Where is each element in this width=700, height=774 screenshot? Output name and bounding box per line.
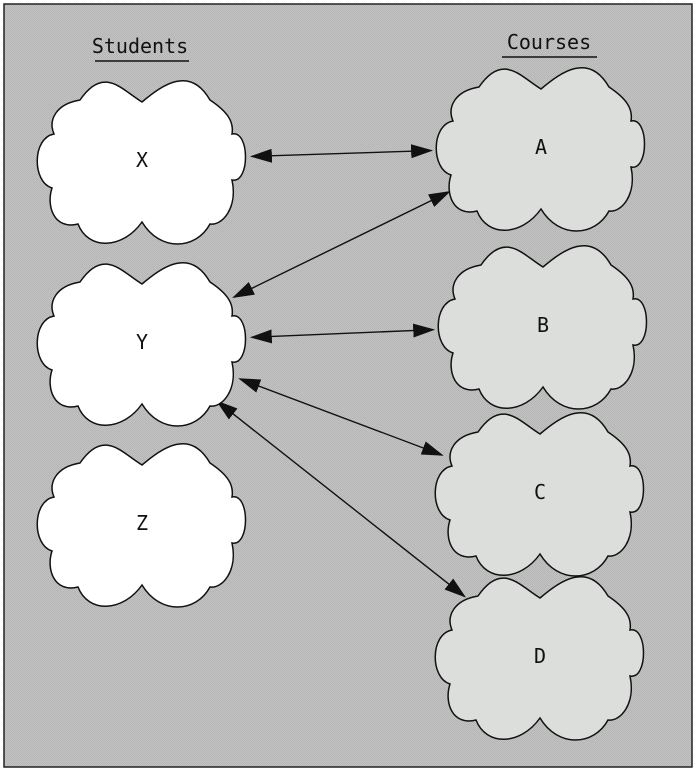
links-layer (215, 144, 467, 598)
link-y-b (249, 323, 436, 344)
course-cloud-shape (434, 412, 645, 577)
courses-heading: Courses (507, 30, 591, 54)
student-cloud-shape (36, 262, 247, 427)
course-cloud-shape (434, 576, 645, 741)
course-node-b: B (437, 245, 648, 410)
course-label-d: D (534, 644, 546, 668)
student-label-z: Z (136, 511, 148, 535)
course-cloud-shape (437, 245, 648, 410)
course-label-c: C (534, 480, 546, 504)
student-cloud-shape (36, 443, 247, 608)
student-node-z: Z (36, 443, 247, 608)
student-cloud-shape (36, 80, 247, 245)
link-x-a (249, 144, 434, 163)
student-node-x: X (36, 80, 247, 245)
student-label-y: Y (136, 330, 148, 354)
link-y-a (232, 191, 451, 298)
nodes-layer: X Y Z A B C D (36, 67, 648, 741)
course-label-b: B (537, 313, 549, 337)
course-node-c: C (434, 412, 645, 577)
students-heading: Students (92, 34, 188, 58)
course-node-d: D (434, 576, 645, 741)
student-node-y: Y (36, 262, 247, 427)
link-y-d (215, 400, 467, 598)
course-label-a: A (535, 135, 547, 159)
student-label-x: X (136, 148, 148, 172)
course-cloud-shape (435, 67, 646, 232)
course-node-a: A (435, 67, 646, 232)
